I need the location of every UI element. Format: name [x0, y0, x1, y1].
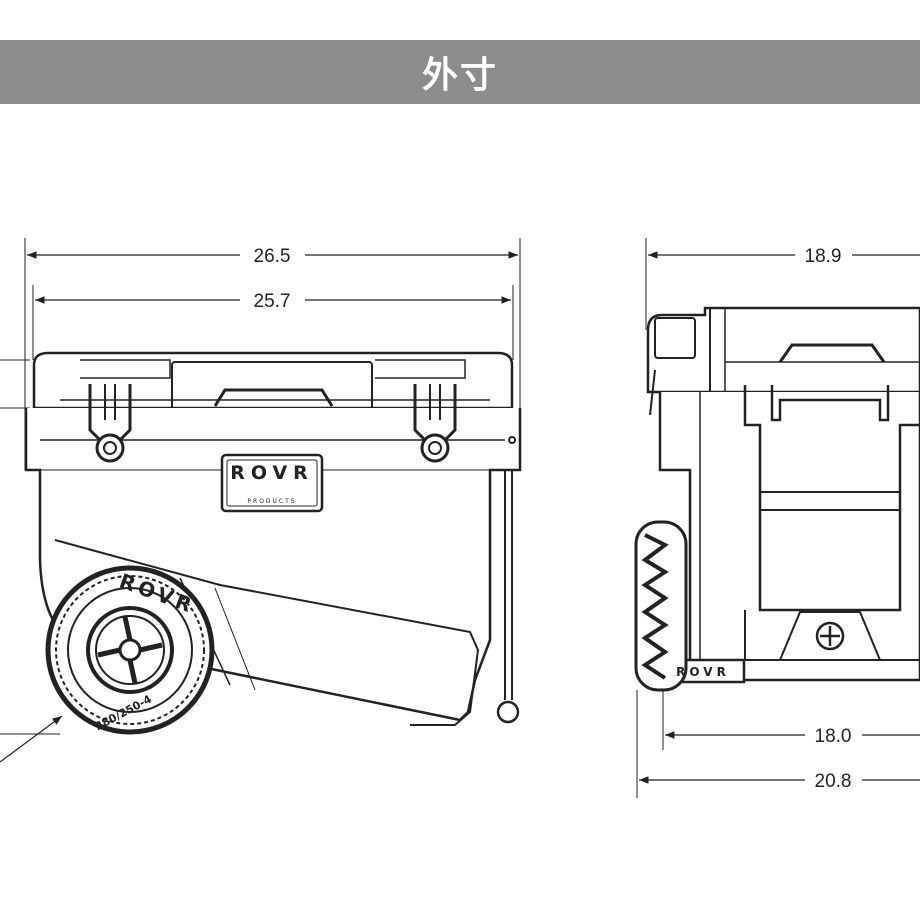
logo-plate-subtext: PRODUCTS — [247, 498, 296, 505]
side-view — [634, 238, 920, 798]
dim-inner-width-label: 25.7 — [254, 291, 291, 312]
dim-lid-depth-label: 18.9 — [805, 246, 842, 267]
header-banner: 外寸 — [0, 40, 920, 104]
right-latch — [413, 384, 457, 463]
base-logo-text: ROVR — [676, 665, 730, 679]
dim-overall-depth-label: 20.8 — [815, 771, 852, 792]
dim-outer-width-label: 26.5 — [254, 246, 291, 267]
front-view — [0, 238, 522, 763]
front-wheel — [45, 565, 215, 735]
dim-base-depth-label: 18.0 — [815, 726, 852, 747]
left-latch — [88, 384, 132, 463]
page-title: 外寸 — [421, 55, 498, 96]
side-wheel — [634, 520, 688, 692]
logo-plate-text: ROVR — [230, 462, 314, 484]
